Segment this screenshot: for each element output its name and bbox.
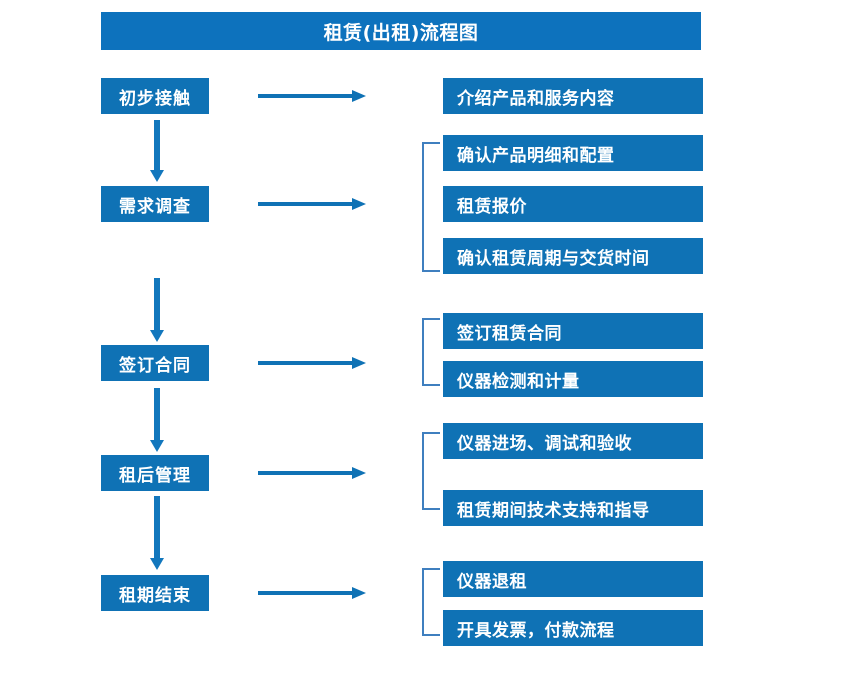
vertical-arrow-3-4 (149, 388, 165, 452)
arrow-head-right-icon (352, 90, 366, 102)
stage-label-3: 签订合同 (119, 355, 191, 376)
stage-label-1: 初步接触 (119, 88, 191, 109)
detail-label-2: 确认产品明细和配置 (457, 145, 615, 166)
arrow-shaft (154, 278, 160, 330)
stage-box-5[interactable]: 租期结束 (101, 575, 209, 611)
arrow-head-right-icon (352, 198, 366, 210)
arrow-shaft (154, 388, 160, 440)
horizontal-arrow-2 (258, 196, 368, 212)
stage-label-5: 租期结束 (119, 585, 191, 606)
group-bracket-3 (422, 318, 440, 386)
detail-label-6: 仪器检测和计量 (457, 371, 580, 392)
detail-label-7: 仪器进场、调试和验收 (457, 433, 632, 454)
detail-label-3: 租赁报价 (457, 196, 527, 217)
arrow-head-right-icon (352, 357, 366, 369)
horizontal-arrow-4 (258, 465, 368, 481)
horizontal-arrow-1 (258, 88, 368, 104)
detail-box-5[interactable]: 签订租赁合同 (443, 313, 703, 349)
arrow-shaft (154, 496, 160, 558)
detail-box-8[interactable]: 租赁期间技术支持和指导 (443, 490, 703, 526)
horizontal-arrow-3 (258, 355, 368, 371)
detail-label-8: 租赁期间技术支持和指导 (457, 500, 650, 521)
detail-box-3[interactable]: 租赁报价 (443, 186, 703, 222)
vertical-arrow-2-3 (149, 278, 165, 342)
chart-title-bar: 租赁(出租)流程图 (101, 12, 701, 50)
detail-label-9: 仪器退租 (457, 571, 527, 592)
detail-box-1[interactable]: 介绍产品和服务内容 (443, 78, 703, 114)
group-bracket-5 (422, 568, 440, 636)
stage-box-1[interactable]: 初步接触 (101, 78, 209, 114)
detail-box-10[interactable]: 开具发票，付款流程 (443, 610, 703, 646)
group-bracket-4 (422, 432, 440, 510)
stage-label-4: 租后管理 (119, 465, 191, 486)
page-title: 租赁(出租)流程图 (323, 21, 479, 44)
arrow-shaft (258, 202, 352, 206)
stage-box-3[interactable]: 签订合同 (101, 345, 209, 381)
detail-label-5: 签订租赁合同 (457, 323, 562, 344)
arrow-head-right-icon (352, 587, 366, 599)
arrow-head-down-icon (150, 558, 164, 570)
arrow-head-down-icon (150, 170, 164, 182)
vertical-arrow-4-5 (149, 496, 165, 570)
detail-box-7[interactable]: 仪器进场、调试和验收 (443, 423, 703, 459)
vertical-arrow-1-2 (149, 120, 165, 182)
detail-label-4: 确认租赁周期与交货时间 (457, 248, 650, 269)
arrow-head-down-icon (150, 330, 164, 342)
arrow-shaft (258, 591, 352, 595)
detail-box-6[interactable]: 仪器检测和计量 (443, 361, 703, 397)
arrow-head-down-icon (150, 440, 164, 452)
arrow-shaft (154, 120, 160, 170)
stage-box-2[interactable]: 需求调查 (101, 186, 209, 222)
detail-box-2[interactable]: 确认产品明细和配置 (443, 135, 703, 171)
stage-label-2: 需求调查 (119, 196, 191, 217)
detail-label-10: 开具发票，付款流程 (457, 620, 615, 641)
stage-box-4[interactable]: 租后管理 (101, 455, 209, 491)
group-bracket-2 (422, 142, 440, 272)
horizontal-arrow-5 (258, 585, 368, 601)
arrow-shaft (258, 94, 352, 98)
detail-box-4[interactable]: 确认租赁周期与交货时间 (443, 238, 703, 274)
detail-label-1: 介绍产品和服务内容 (457, 88, 615, 109)
arrow-head-right-icon (352, 467, 366, 479)
arrow-shaft (258, 471, 352, 475)
arrow-shaft (258, 361, 352, 365)
detail-box-9[interactable]: 仪器退租 (443, 561, 703, 597)
